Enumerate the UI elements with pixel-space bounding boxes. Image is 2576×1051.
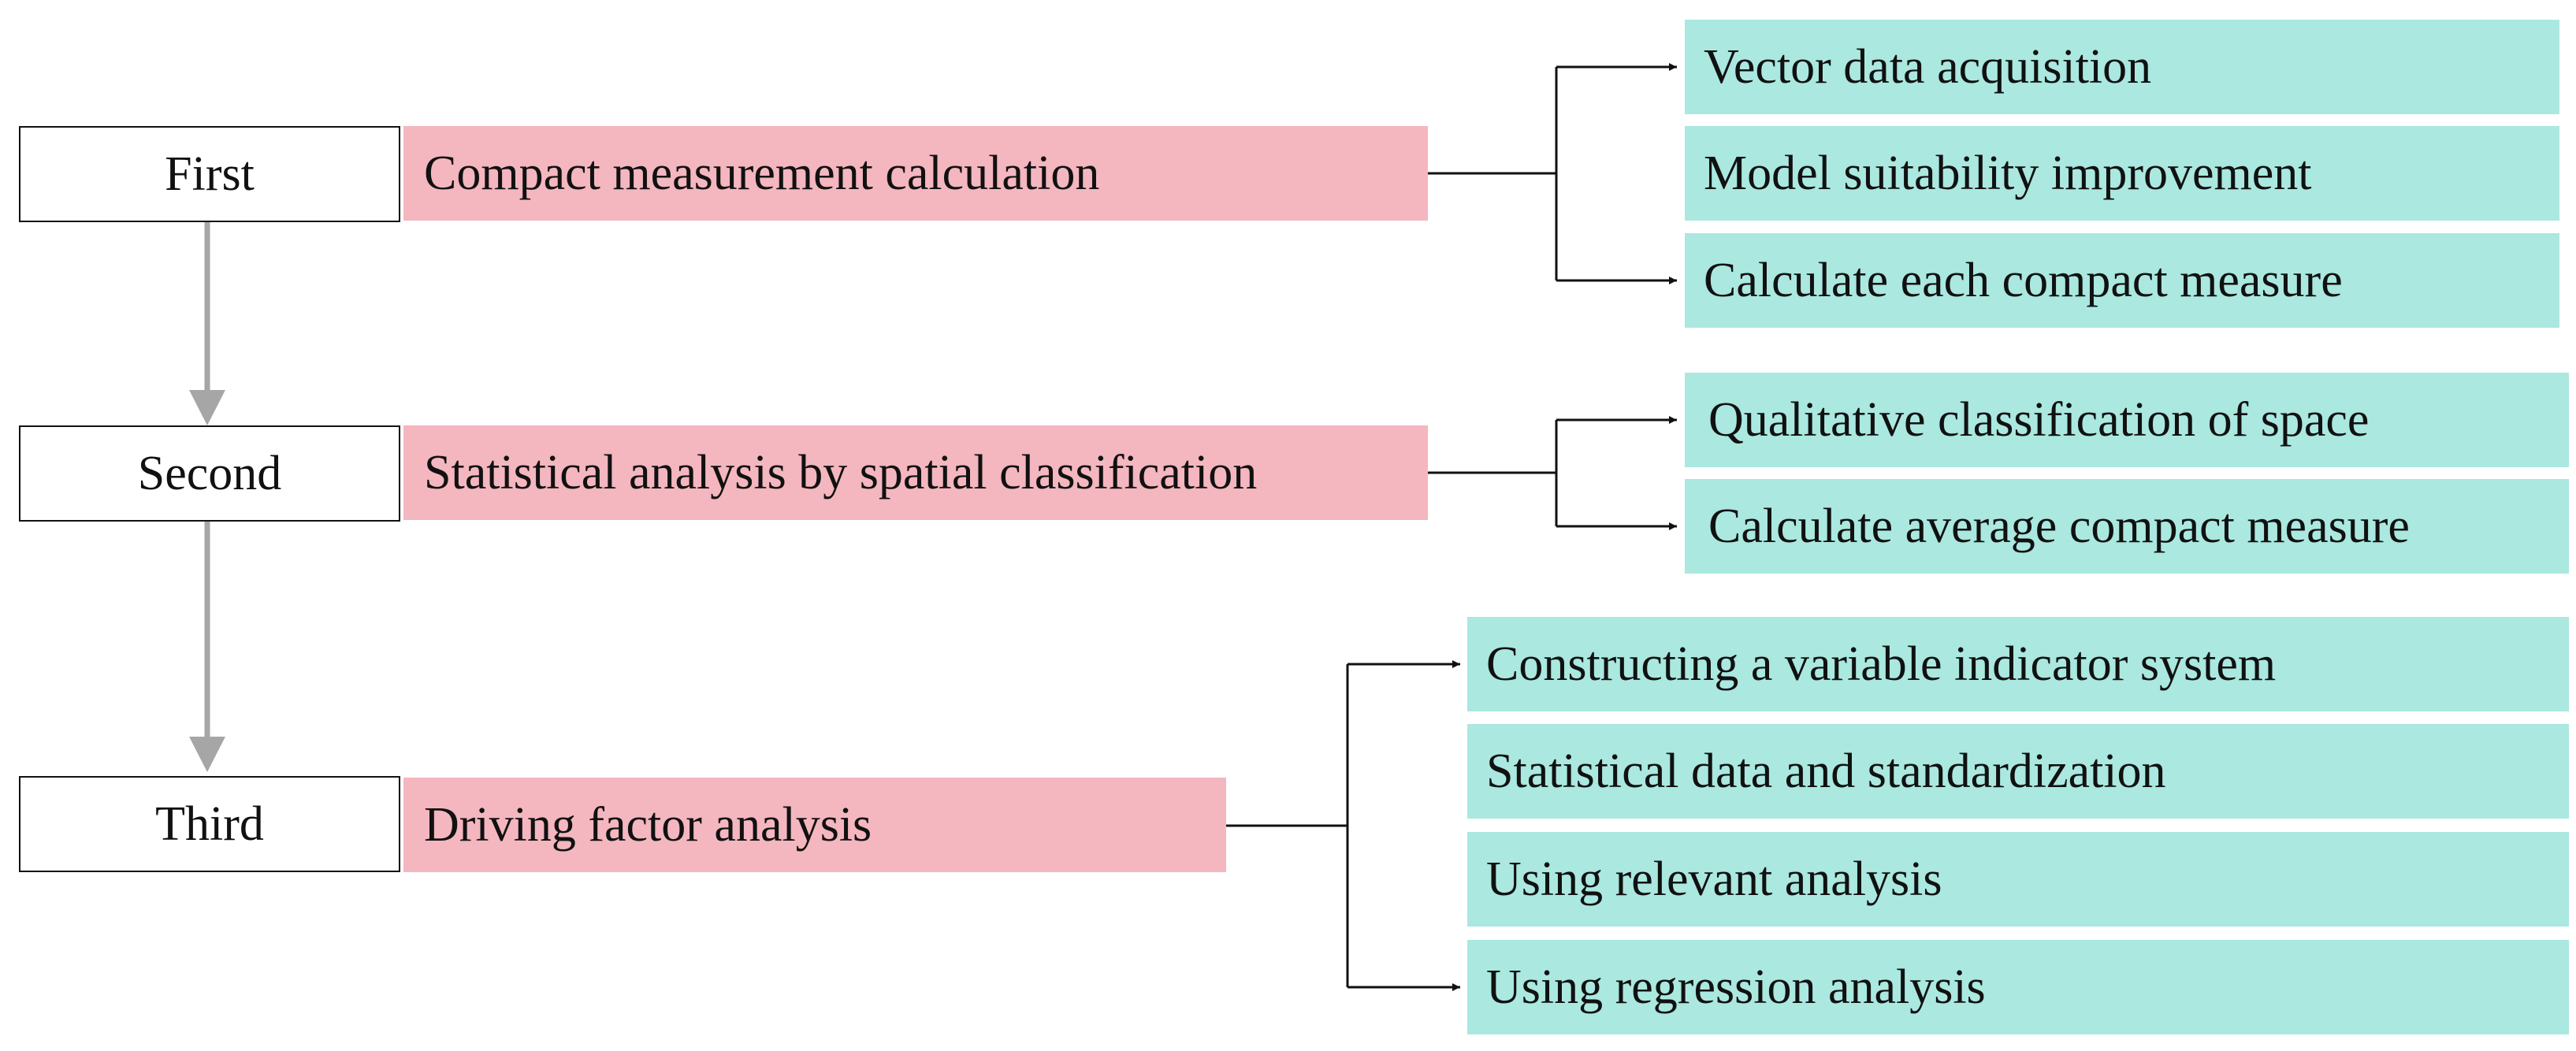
subtask-label: Calculate average compact measure — [1708, 500, 2410, 553]
connector-second — [1428, 416, 1677, 530]
subtask-label: Using regression analysis — [1486, 960, 1986, 1014]
subtask-box: Using relevant analysis — [1467, 832, 2569, 927]
stage-arrow-first-to-second — [189, 222, 225, 425]
subtask-box: Calculate average compact measure — [1685, 479, 2569, 574]
stage-arrow-second-to-third — [189, 522, 225, 772]
task-box-third: Driving factor analysis — [403, 778, 1226, 872]
stage-label-second: Second — [137, 447, 282, 500]
task-label-second: Statistical analysis by spatial classifi… — [424, 446, 1258, 500]
subtask-box: Vector data acquisition — [1685, 20, 2559, 114]
subtask-box: Constructing a variable indicator system — [1467, 617, 2569, 711]
stage-label-third: Third — [155, 797, 264, 851]
stage-box-third: Third — [19, 776, 400, 872]
subtask-label: Calculate each compact measure — [1704, 254, 2343, 307]
task-box-second: Statistical analysis by spatial classifi… — [403, 425, 1428, 520]
subtask-label: Vector data acquisition — [1704, 40, 2152, 94]
subtask-label: Statistical data and standardization — [1486, 745, 2166, 798]
subtask-box: Using regression analysis — [1467, 940, 2569, 1034]
connector-first — [1428, 63, 1677, 284]
task-label-first: Compact measurement calculation — [424, 147, 1100, 200]
subtask-box: Model suitability improvement — [1685, 126, 2559, 221]
subtask-label: Model suitability improvement — [1704, 147, 2312, 200]
stage-label-first: First — [165, 147, 255, 201]
task-box-first: Compact measurement calculation — [403, 126, 1428, 221]
subtask-box: Qualitative classification of space — [1685, 373, 2569, 467]
subtask-label: Qualitative classification of space — [1708, 393, 2370, 447]
stage-box-first: First — [19, 126, 400, 222]
subtask-label: Using relevant analysis — [1486, 852, 1942, 906]
subtask-box: Calculate each compact measure — [1685, 233, 2559, 328]
connector-third — [1226, 660, 1460, 991]
task-label-third: Driving factor analysis — [424, 798, 872, 852]
subtask-label: Constructing a variable indicator system — [1486, 637, 2277, 691]
subtask-box: Statistical data and standardization — [1467, 724, 2569, 819]
stage-box-second: Second — [19, 425, 400, 522]
